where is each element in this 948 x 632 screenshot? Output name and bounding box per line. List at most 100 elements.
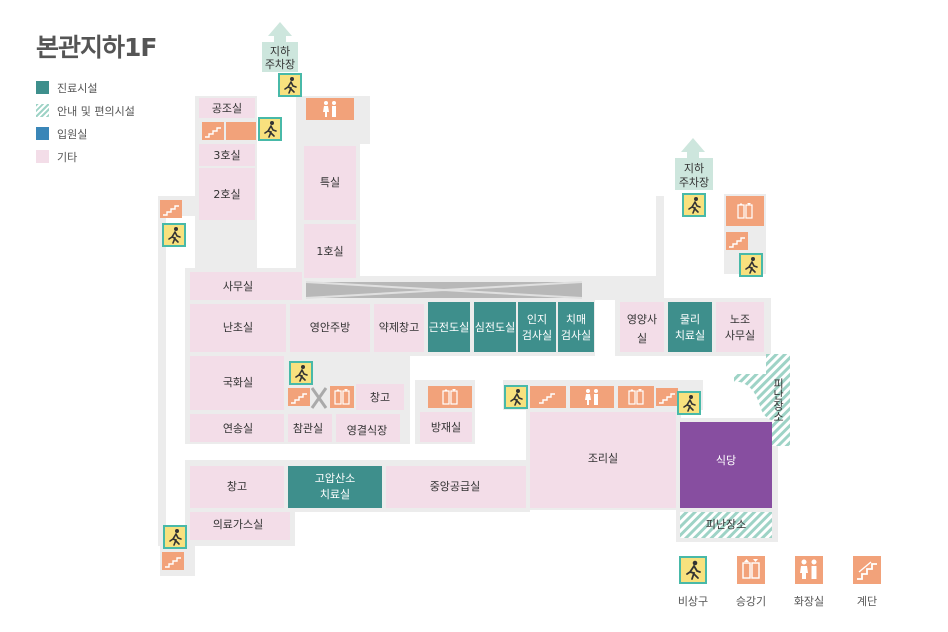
parking-label: 지하 bbox=[684, 161, 704, 175]
room-label: 2호실 bbox=[213, 188, 240, 201]
emergency-exit-icon[interactable] bbox=[258, 117, 282, 141]
stairs-icon bbox=[161, 551, 185, 571]
elevator-icon bbox=[329, 385, 355, 409]
legend: 진료시설 안내 및 편의시설 입원실 기타 bbox=[36, 76, 135, 168]
room-label: 심전도실 bbox=[475, 321, 515, 334]
emergency-exit-icon[interactable] bbox=[162, 223, 186, 247]
room-label: 검사실 bbox=[561, 329, 591, 342]
icon-legend-item: 비상구 bbox=[664, 556, 722, 609]
legend-item-facility: 안내 및 편의시설 bbox=[36, 99, 135, 122]
restroom-icon bbox=[580, 386, 604, 408]
icon-legend: 비상구 승강기 화장실 계단 bbox=[664, 556, 896, 609]
room-label: 영안주방 bbox=[310, 321, 350, 334]
room-label: 1호실 bbox=[316, 245, 343, 258]
legend-swatch-facility bbox=[36, 104, 49, 117]
elevator-icon bbox=[737, 556, 765, 584]
rooms-clinic bbox=[288, 302, 712, 508]
icon-legend-item: 계단 bbox=[838, 556, 896, 609]
room-label: 식당 bbox=[716, 454, 736, 467]
legend-swatch-other bbox=[36, 150, 49, 163]
stairs-icon bbox=[287, 387, 311, 407]
emergency-exit-icon[interactable] bbox=[163, 525, 187, 549]
emergency-exit-icon bbox=[679, 556, 707, 584]
elevator-icon bbox=[732, 199, 758, 223]
room-label: 영양사 bbox=[627, 313, 657, 326]
room-label: 중앙공급실 bbox=[430, 480, 481, 493]
room-label: 국화실 bbox=[223, 376, 253, 389]
icon-legend-item: 화장실 bbox=[780, 556, 838, 609]
room-label: 방재실 bbox=[431, 421, 461, 434]
room-label: 의료가스실 bbox=[213, 518, 264, 531]
elevator-icon bbox=[623, 385, 649, 409]
room-label: 피난장소 bbox=[706, 518, 746, 531]
room-label: 사무실 bbox=[223, 280, 253, 293]
room-label: 노조 bbox=[730, 313, 750, 326]
room-label: 치매 bbox=[566, 313, 586, 326]
emergency-exit-icon[interactable] bbox=[289, 361, 313, 385]
emergency-exit-icon[interactable] bbox=[504, 385, 528, 409]
room-label: 난초실 bbox=[223, 321, 253, 334]
emergency-exit-icon[interactable] bbox=[677, 391, 701, 415]
icon-legend-label: 비상구 bbox=[677, 595, 709, 608]
legend-swatch-ward bbox=[36, 127, 49, 140]
stairs-icon bbox=[725, 231, 749, 251]
page-title: 본관지하1F bbox=[36, 33, 157, 62]
icon-legend-label: 계단 bbox=[856, 595, 878, 608]
legend-label: 기타 bbox=[57, 150, 78, 164]
legend-swatch-clinic bbox=[36, 81, 49, 94]
evacuation-area-vertical bbox=[734, 354, 790, 446]
room-label: 창고 bbox=[370, 391, 390, 404]
room-label: 참관실 bbox=[293, 422, 323, 435]
parking-arrow-right bbox=[675, 138, 713, 190]
closed-passage bbox=[305, 281, 583, 299]
restroom-icon bbox=[795, 556, 823, 584]
room-label: 검사실 bbox=[522, 329, 552, 342]
parking-label: 주차장 bbox=[679, 176, 709, 189]
room-label-vertical: 피난장소 bbox=[772, 378, 785, 422]
room-label: 3호실 bbox=[213, 149, 240, 162]
room-label: 물리 bbox=[680, 313, 700, 326]
room-label: 인지 bbox=[527, 313, 547, 326]
elevator-icon bbox=[437, 385, 463, 409]
legend-label: 안내 및 편의시설 bbox=[57, 104, 135, 118]
room-label: 치료실 bbox=[320, 488, 350, 501]
emergency-exit-icon[interactable] bbox=[278, 73, 302, 97]
cafeteria-room bbox=[680, 422, 772, 508]
parking-label: 주차장 bbox=[265, 58, 295, 71]
icon-legend-label: 화장실 bbox=[793, 595, 825, 608]
legend-item-ward: 입원실 bbox=[36, 122, 135, 145]
room-label: 창고 bbox=[227, 480, 247, 493]
parking-arrow-left bbox=[262, 22, 298, 72]
evacuation-area-horizontal bbox=[680, 512, 772, 538]
stairs-extension bbox=[226, 122, 256, 140]
stairs-icon bbox=[535, 387, 559, 407]
legend-item-clinic: 진료시설 bbox=[36, 76, 135, 99]
room-label: 특실 bbox=[320, 176, 340, 189]
stairs-icon bbox=[853, 556, 881, 584]
crossing-marker bbox=[310, 386, 328, 410]
room-label: 영결식장 bbox=[347, 424, 387, 437]
legend-item-other: 기타 bbox=[36, 145, 135, 168]
room-label: 치료실 bbox=[675, 329, 705, 342]
parking-label: 지하 bbox=[270, 44, 290, 58]
emergency-exit-icon[interactable] bbox=[739, 253, 763, 277]
room-label: 연송실 bbox=[223, 422, 253, 435]
rooms-other bbox=[190, 98, 764, 540]
emergency-exit-icon[interactable] bbox=[682, 193, 706, 217]
room-label: 근전도실 bbox=[429, 321, 469, 334]
legend-label: 입원실 bbox=[57, 127, 88, 141]
room-label: 약제창고 bbox=[379, 320, 419, 334]
icon-legend-item: 승강기 bbox=[722, 556, 780, 609]
room-label: 공조실 bbox=[212, 102, 242, 115]
stairs-icon bbox=[201, 121, 225, 141]
stairs-icon bbox=[159, 199, 183, 219]
legend-label: 진료시설 bbox=[57, 81, 98, 95]
room-label: 사무실 bbox=[725, 329, 755, 342]
icon-legend-label: 승강기 bbox=[735, 595, 767, 608]
restroom-icon bbox=[318, 98, 342, 120]
stairs-icon bbox=[655, 387, 679, 407]
room-label: 실 bbox=[637, 332, 647, 345]
room-label: 조리실 bbox=[588, 452, 618, 465]
room-label: 고압산소 bbox=[315, 472, 355, 485]
